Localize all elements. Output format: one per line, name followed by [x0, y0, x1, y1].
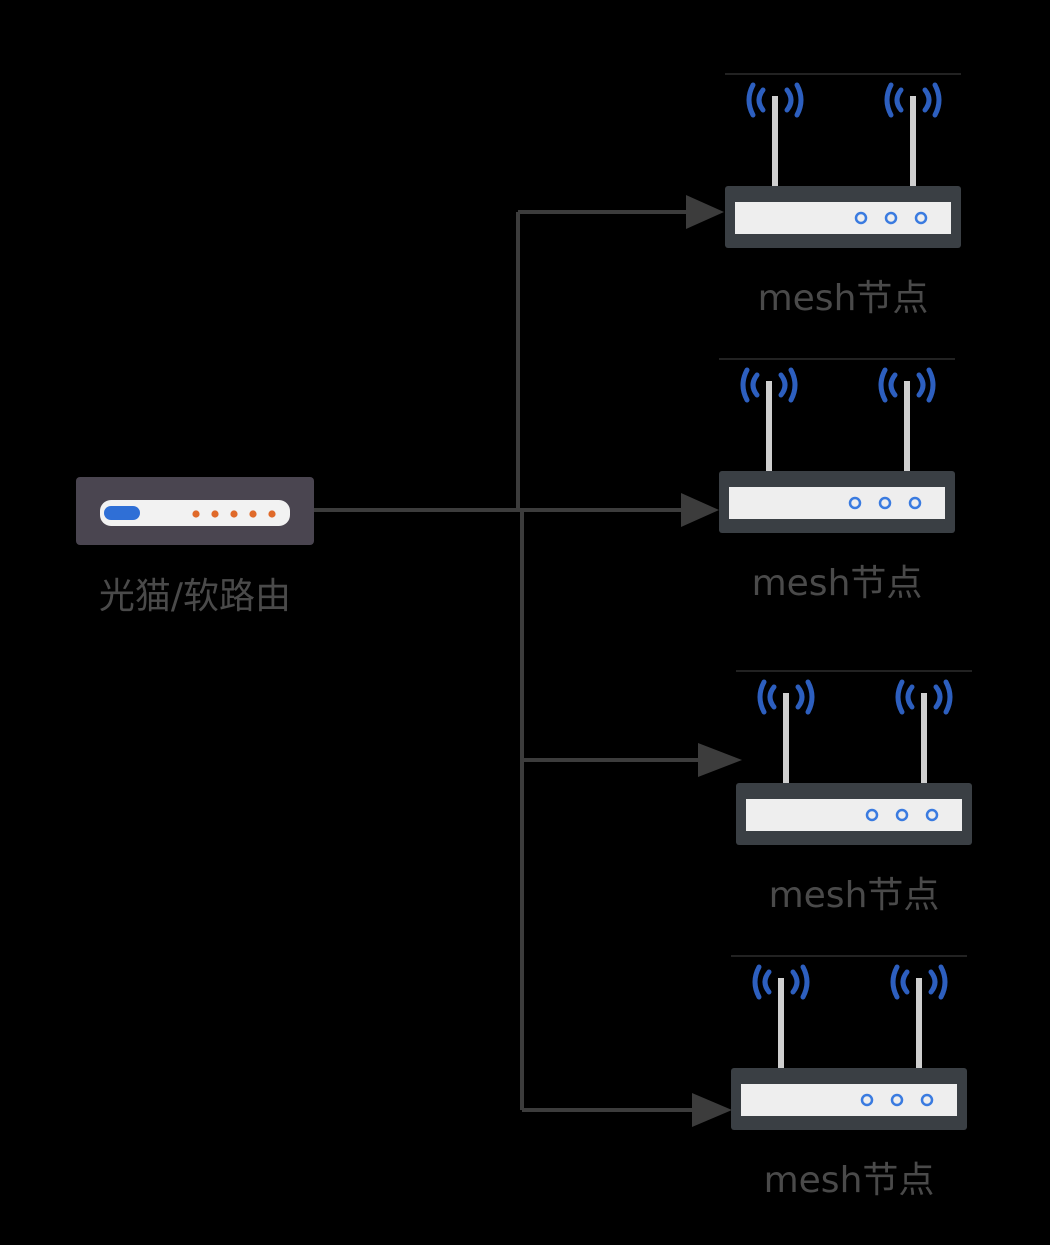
antenna-icon: [916, 978, 922, 1070]
signal-arc-right: [788, 367, 798, 403]
router-icon: [719, 358, 955, 533]
signal-arc-right: [784, 87, 794, 113]
signal-arc-right: [916, 372, 926, 398]
modem-indicator-icon: [104, 506, 140, 520]
router-icon: [731, 955, 967, 1130]
signal-arc-left: [888, 372, 898, 398]
wifi-signal-icon: [884, 82, 942, 118]
source-label: 光猫/软路由: [99, 576, 291, 617]
signal-arc-right: [805, 679, 815, 715]
arrow-to-node-1: [686, 195, 724, 229]
modem-led: [192, 510, 200, 518]
router-panel: [746, 799, 962, 831]
signal-arc-left: [740, 367, 750, 403]
antenna-icon: [772, 96, 778, 188]
node-label-2: mesh节点: [752, 563, 923, 604]
node-label-3: mesh节点: [769, 875, 940, 916]
router-port-icon: [890, 1093, 904, 1107]
signal-arc-right: [938, 964, 948, 1000]
router-port-icon: [865, 808, 879, 822]
signal-arc-right: [933, 684, 943, 710]
wifi-signal-icon: [752, 964, 810, 1000]
mesh-node-2: mesh节点: [719, 358, 955, 604]
router-port-icon: [860, 1093, 874, 1107]
signal-arc-right: [794, 82, 804, 118]
signal-arc-left: [757, 679, 767, 715]
antenna-icon: [778, 978, 784, 1070]
wifi-signal-icon: [746, 82, 804, 118]
router-port-icon: [895, 808, 909, 822]
router-icon: [736, 670, 972, 845]
signal-arc-left: [746, 82, 756, 118]
signal-arc-left: [762, 969, 772, 995]
connector-bus-vertical: [516, 212, 524, 1110]
signal-arc-left: [900, 969, 910, 995]
antenna-icon: [766, 381, 772, 473]
source-device: 光猫/软路由: [76, 477, 314, 617]
signal-arc-right: [790, 969, 800, 995]
signal-arc-right: [932, 82, 942, 118]
router-port-icon: [920, 1093, 934, 1107]
router-port-icon: [884, 211, 898, 225]
router-port-icon: [914, 211, 928, 225]
signal-arc-left: [890, 964, 900, 1000]
wifi-signal-icon: [895, 679, 953, 715]
router-port-icon: [848, 496, 862, 510]
signal-arc-left: [756, 87, 766, 113]
modem-led: [249, 510, 257, 518]
signal-arc-right: [800, 964, 810, 1000]
router-icon: [725, 73, 961, 248]
signal-arc-left: [905, 684, 915, 710]
arrow-to-node-3: [698, 743, 742, 777]
signal-arc-left: [884, 82, 894, 118]
router-port-icon: [878, 496, 892, 510]
signal-arc-left: [767, 684, 777, 710]
antenna-icon: [921, 693, 927, 785]
router-port-icon: [908, 496, 922, 510]
signal-arc-right: [943, 679, 953, 715]
wifi-signal-icon: [740, 367, 798, 403]
antenna-icon: [904, 381, 910, 473]
router-port-icon: [854, 211, 868, 225]
wifi-signal-icon: [878, 367, 936, 403]
arrow-to-node-2: [681, 493, 719, 527]
modem-led: [268, 510, 276, 518]
mesh-node-4: mesh节点: [731, 955, 967, 1201]
signal-arc-left: [895, 679, 905, 715]
signal-arc-left: [878, 367, 888, 403]
antenna-icon: [910, 96, 916, 188]
arrow-to-node-4: [692, 1093, 732, 1127]
signal-arc-left: [894, 87, 904, 113]
router-panel: [735, 202, 951, 234]
modem-leds: [192, 510, 276, 518]
antenna-icon: [783, 693, 789, 785]
signal-arc-right: [928, 969, 938, 995]
signal-arc-right: [922, 87, 932, 113]
signal-arc-right: [795, 684, 805, 710]
wifi-signal-icon: [890, 964, 948, 1000]
router-panel: [729, 487, 945, 519]
signal-arc-right: [926, 367, 936, 403]
mesh-node-1: mesh节点: [725, 73, 961, 319]
mesh-node-3: mesh节点: [736, 670, 972, 916]
signal-arc-left: [752, 964, 762, 1000]
node-label-4: mesh节点: [764, 1160, 935, 1201]
wifi-signal-icon: [757, 679, 815, 715]
connectors: [312, 195, 742, 1127]
modem-led: [211, 510, 219, 518]
node-label-1: mesh节点: [758, 278, 929, 319]
router-port-icon: [925, 808, 939, 822]
signal-arc-right: [778, 372, 788, 398]
signal-arc-left: [750, 372, 760, 398]
modem-led: [230, 510, 238, 518]
router-panel: [741, 1084, 957, 1116]
